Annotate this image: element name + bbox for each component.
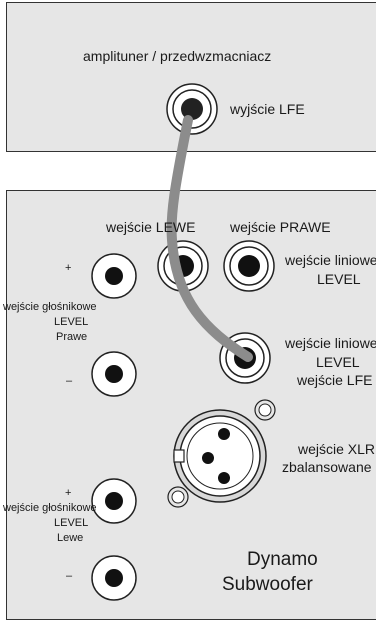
speaker-left-minus-sign: – <box>66 570 73 582</box>
xlr-label-1: wejście XLR <box>298 441 376 457</box>
amplifier-title: amplituner / przedwzmacniacz <box>83 48 272 64</box>
speaker-left-plus-sign: + <box>65 487 72 499</box>
lfe-output-label: wyjście LFE <box>230 101 305 117</box>
speaker-right-minus-sign: – <box>66 375 73 387</box>
brand-line-2: Subwoofer <box>222 574 313 595</box>
brand-line-1: Dynamo <box>247 549 318 570</box>
speaker-right-label-2: LEVEL <box>54 316 89 328</box>
line-lfe-label-3: wejście LFE <box>297 372 373 388</box>
left-input-label: wejście LEWE <box>106 219 196 235</box>
speaker-right-plus-sign: + <box>65 262 72 274</box>
line-lfe-label-1: wejście liniowe <box>285 335 376 351</box>
speaker-right-label-3: Prawe <box>56 331 88 343</box>
line-level-label-1: wejście liniowe <box>285 252 376 268</box>
xlr-label-2: zbalansowane <box>282 459 372 475</box>
speaker-left-label-1: wejście głośnikowe <box>3 502 97 514</box>
line-lfe-label-2: LEVEL <box>316 354 360 370</box>
speaker-left-label-2: LEVEL <box>54 517 89 529</box>
speaker-right-label-1: wejście głośnikowe <box>3 301 97 313</box>
speaker-left-label-3: Lewe <box>57 532 84 544</box>
line-level-label-2: LEVEL <box>317 271 361 287</box>
right-input-label: wejście PRAWE <box>230 219 331 235</box>
amplifier-panel <box>6 2 376 152</box>
